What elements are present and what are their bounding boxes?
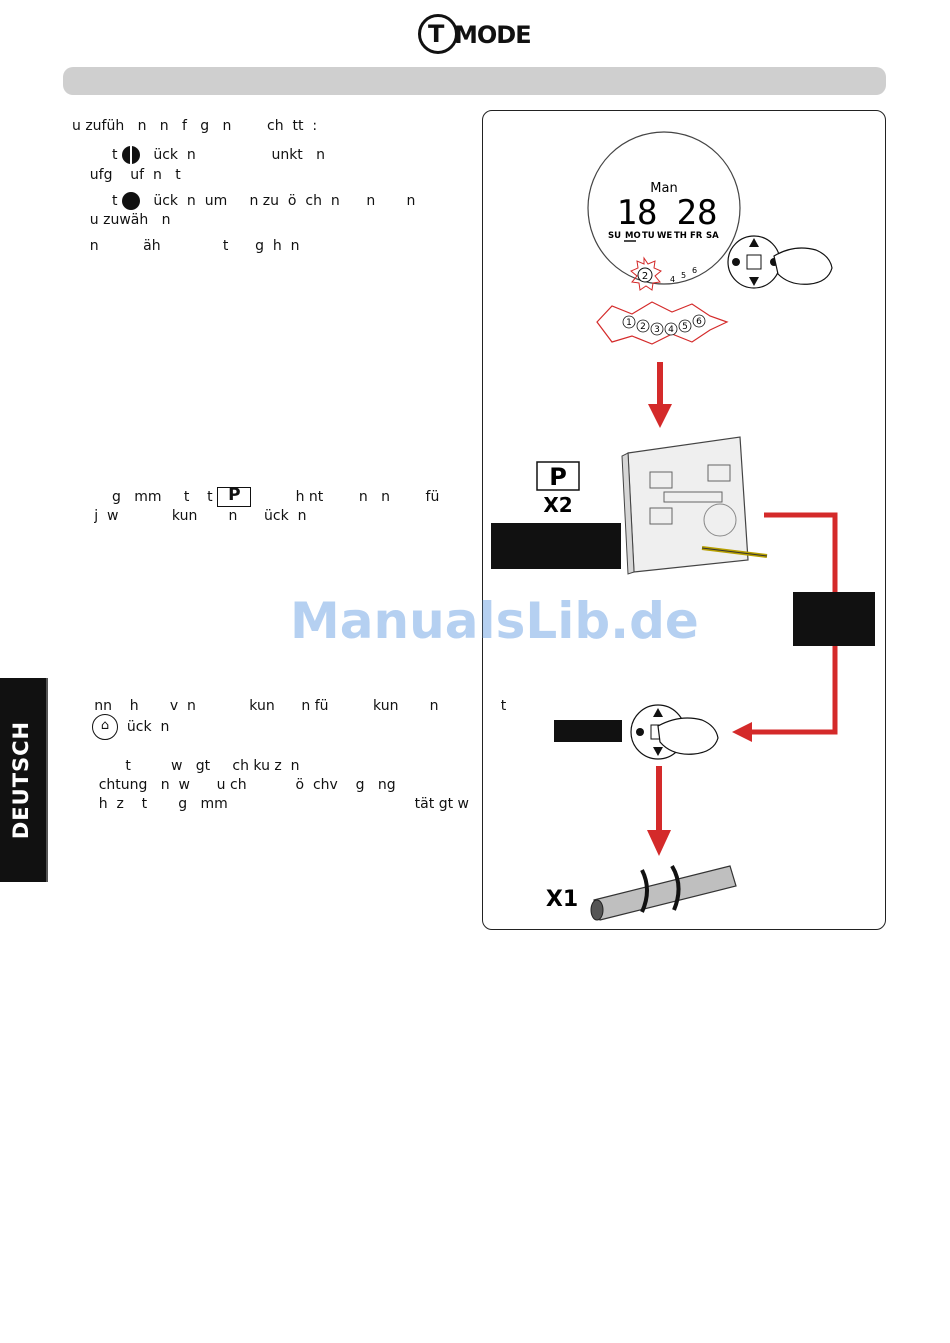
flash-circle-4 (664, 322, 678, 336)
instruction-step-1: t ück n unkt n (72, 146, 325, 165)
channel-small-4: 4 (670, 275, 675, 284)
back-panel-slot-2 (707, 464, 731, 482)
display-day: Man (650, 181, 677, 196)
instruction-step-3: n äh t g h n (72, 238, 300, 254)
rotation-arc-1 (640, 869, 649, 913)
p-key-box (536, 461, 580, 491)
step-2-prefix: t (72, 193, 118, 209)
arrow-down-2-head (647, 830, 671, 856)
split-key-icon (732, 258, 740, 266)
remote-back-edge (621, 452, 635, 575)
weekday-su: SU (608, 231, 621, 241)
flash-channel-6: 6 (696, 317, 702, 327)
step-2-text: ück n um n zu ö ch n n n (140, 193, 416, 209)
pencil-outline (701, 547, 768, 557)
flash-channel-row: 1 2 3 4 5 6 (622, 314, 706, 336)
weekday-mo: MO (625, 231, 641, 241)
channel-selected-circle (637, 267, 653, 283)
hand-pointer-icon-2 (657, 717, 719, 755)
hand-pointer-icon (773, 247, 833, 285)
back-panel-bar (663, 491, 723, 503)
motor-tube-end (590, 899, 604, 921)
home-button-icon: ⌂ (92, 714, 118, 740)
flash-channel-2: 2 (640, 322, 646, 332)
section-header-bar (63, 67, 886, 95)
instruction-intro: u zufüh n n f g n ch tt : (72, 118, 318, 134)
instruction-step-2: t ück n um n zu ö ch n n n (72, 192, 415, 211)
weekday-tu: TU (642, 231, 655, 241)
remote-display-circle (587, 131, 741, 285)
rotation-arc-2 (670, 864, 681, 911)
p-key-multiplier: X2 (543, 493, 572, 517)
channel-small-5: 5 (681, 271, 686, 280)
split-button-icon (122, 146, 140, 164)
back-panel-slot-1 (649, 471, 673, 489)
instruction-note-1: t w gt ch ku z n (72, 758, 300, 774)
caption-box-left (491, 523, 621, 569)
flash-circle-2 (636, 319, 650, 333)
down-arrow-icon (749, 277, 759, 286)
step-4-prefix: g mm t t (72, 489, 213, 505)
p-button-icon (217, 486, 252, 507)
flash-channel-5: 5 (682, 322, 688, 332)
language-tab: DEUTSCH (0, 678, 48, 882)
instruction-step-4: g mm t t h nt n n fü (72, 486, 440, 507)
logo-circle (418, 14, 458, 54)
arrow-down-1-head (648, 404, 672, 428)
step-5-text: ück n (118, 719, 170, 735)
logo-text: MODE (454, 21, 532, 49)
watermark: ManualsLib.de (290, 592, 699, 650)
channel-burst-icon (630, 256, 662, 291)
illustration-drawing: Man 18 28 SU MO TU WE TH FR SA 2 4 5 6 1… (491, 131, 875, 921)
weekday-we: WE (657, 231, 672, 241)
display-hour: 18 (617, 193, 658, 233)
instruction-step-2b: u zuwäh n (72, 212, 171, 228)
flash-channel-3: 3 (654, 325, 660, 335)
channel-selected: 2 (642, 271, 648, 282)
flash-circle-6 (692, 314, 706, 328)
flash-circle-1 (622, 315, 636, 329)
flash-circle-3 (650, 322, 664, 336)
channel-small-6: 6 (692, 266, 697, 275)
home-key-icon (746, 254, 762, 270)
weekday-sa: SA (706, 231, 719, 241)
flash-channel-1: 1 (626, 318, 632, 328)
instruction-step-5b: ⌂ ück n (92, 714, 169, 740)
up-arrow-icon-2 (653, 708, 663, 717)
motor-tube (593, 865, 737, 921)
instruction-note-3: h z t g mm tät gt w (72, 796, 469, 812)
flash-circle-5 (678, 319, 692, 333)
step-1-prefix: t (72, 147, 118, 163)
instruction-step-5: nn h v n kun n fü kun n t (72, 698, 507, 714)
weekday-th: TH (674, 231, 687, 241)
caption-box-small (554, 720, 622, 742)
round-button-icon (122, 192, 140, 210)
logo-letter: T (428, 20, 445, 48)
up-arrow-icon (749, 238, 759, 247)
arrow-path-head (732, 722, 752, 742)
split-key-icon-2 (636, 728, 644, 736)
caption-box-right (793, 592, 875, 646)
step-1-text: ück n unkt n (140, 147, 326, 163)
down-arrow-icon-2 (653, 747, 663, 756)
weekday-row: SU MO TU WE TH FR SA (608, 231, 719, 241)
instruction-step-4b: j w kun n ück n (72, 508, 307, 524)
instruction-step-1b: ufg uf n t (72, 167, 181, 183)
flash-channel-4: 4 (668, 325, 674, 335)
weekday-fr: FR (690, 231, 703, 241)
brand-logo: T MODE (418, 12, 533, 58)
illustration-panel (482, 110, 886, 930)
instruction-note-2: chtung n w u ch ö chv g ng (72, 777, 396, 793)
p-key-label: P (549, 463, 567, 491)
step-4-text: h nt n n fü (251, 489, 440, 505)
back-panel-slot-3 (649, 507, 673, 525)
flash-burst-icon (596, 301, 729, 345)
language-tab-label: DEUTSCH (9, 720, 33, 840)
motor-multiplier: X1 (546, 887, 578, 912)
display-minute: 28 (677, 193, 718, 233)
back-panel-battery (703, 503, 737, 537)
